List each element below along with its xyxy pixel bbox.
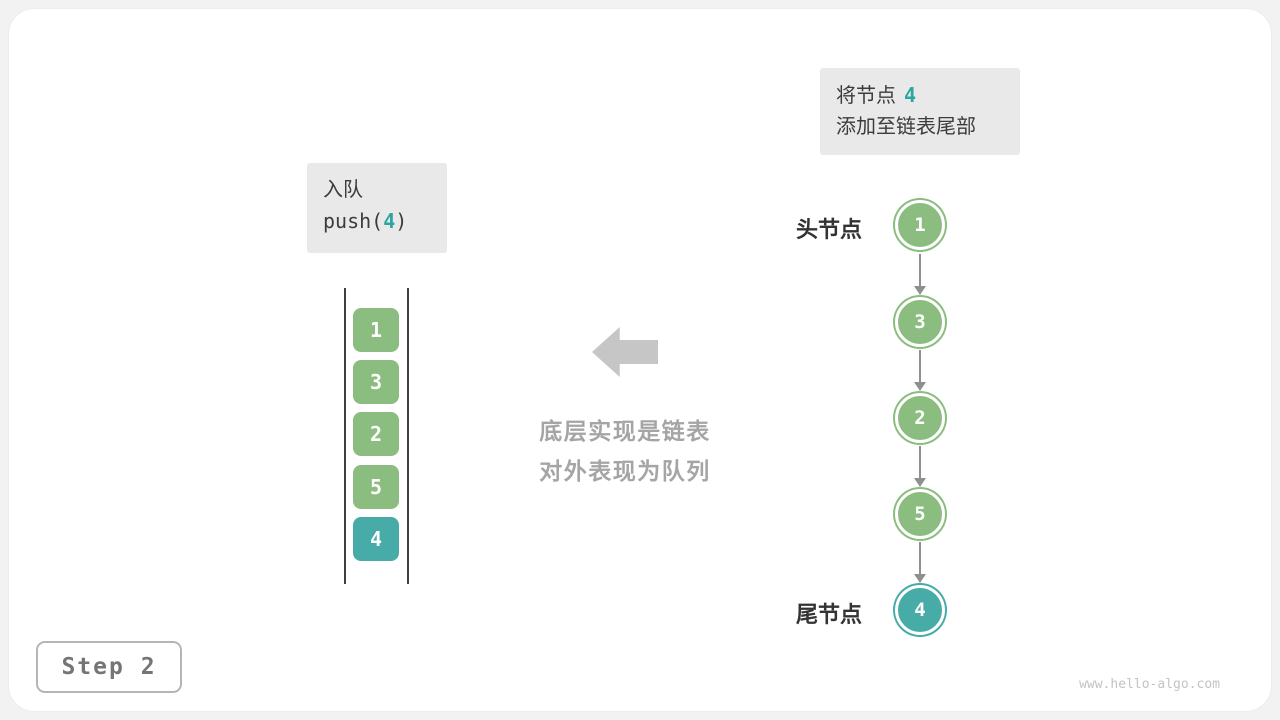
annotation-line1: 将节点 4 [836,80,1004,112]
connector-line [919,350,921,382]
arrow-down-icon [914,574,926,583]
node-connector [914,254,926,295]
node-connector [914,446,926,487]
step-badge: Step 2 [36,641,182,693]
operation-code: push(4) [323,206,431,237]
code-prefix: push( [323,209,384,233]
tail-node-label: 尾节点 [795,602,862,627]
center-caption-line1: 底层实现是链表 [539,418,711,444]
queue-item: 4 [353,517,399,561]
node-connector [914,350,926,391]
annotation-line2: 添加至链表尾部 [836,116,976,138]
head-node-label: 头节点 [795,217,862,242]
center-caption-line2: 对外表现为队列 [539,458,711,484]
annotation-line1-value: 4 [904,83,917,107]
queue-item: 2 [353,412,399,456]
arrow-down-icon [914,382,926,391]
annotation-box: 将节点 4 添加至链表尾部 [820,68,1020,155]
code-suffix: ) [395,209,408,233]
annotation-line1-text: 将节点 [836,85,896,107]
queue-rail-right [407,288,409,584]
operation-title: 入队 [323,179,363,201]
queue-rail-left [344,288,346,584]
arrow-down-icon [914,286,926,295]
queue-item: 1 [353,308,399,352]
connector-line [919,542,921,574]
list-node: 3 [895,297,945,347]
operation-box: 入队 push(4) [307,163,447,253]
queue-item: 3 [353,360,399,404]
list-node: 2 [895,393,945,443]
arrow-down-icon [914,478,926,487]
queue-item: 5 [353,465,399,509]
connector-line [919,446,921,478]
list-node: 4 [895,585,945,635]
list-node: 1 [895,200,945,250]
watermark: www.hello-algo.com [1079,677,1220,692]
list-node: 5 [895,489,945,539]
code-arg: 4 [383,209,396,233]
node-connector [914,542,926,583]
connector-line [919,254,921,286]
